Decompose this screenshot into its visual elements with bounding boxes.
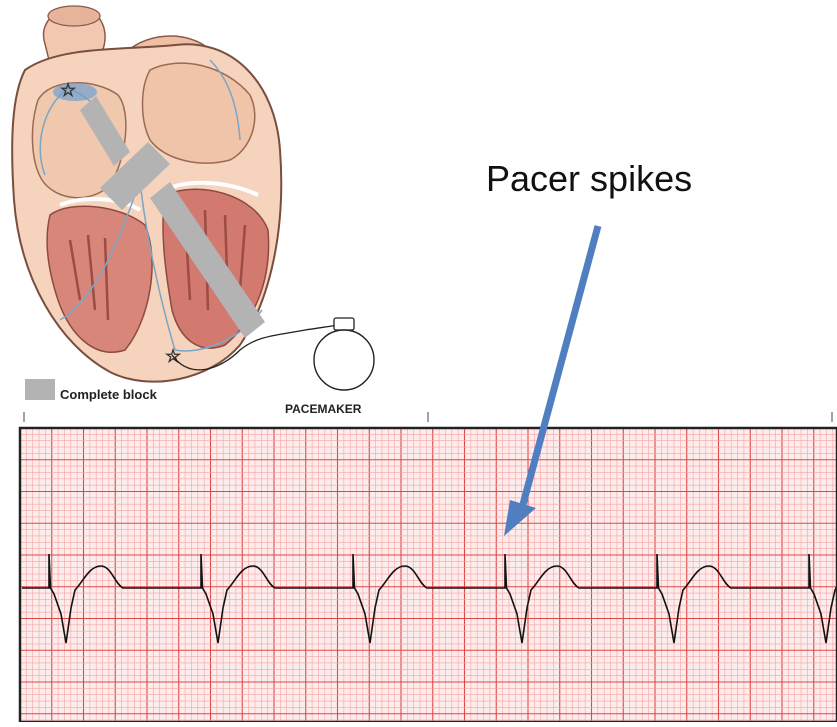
pacemaker-device xyxy=(314,318,374,390)
ecg-paper xyxy=(20,428,837,722)
complete-block-label: Complete block xyxy=(60,387,157,402)
complete-block-swatch xyxy=(25,379,55,400)
heart-illustration: ☆ ☆ xyxy=(12,6,374,390)
pacemaker-label: PACEMAKER xyxy=(285,402,361,416)
pacer-spikes-label: Pacer spikes xyxy=(486,158,692,200)
sa-node-star: ☆ xyxy=(60,80,76,100)
aorta-opening xyxy=(48,6,100,26)
ecg-strip xyxy=(20,428,837,722)
